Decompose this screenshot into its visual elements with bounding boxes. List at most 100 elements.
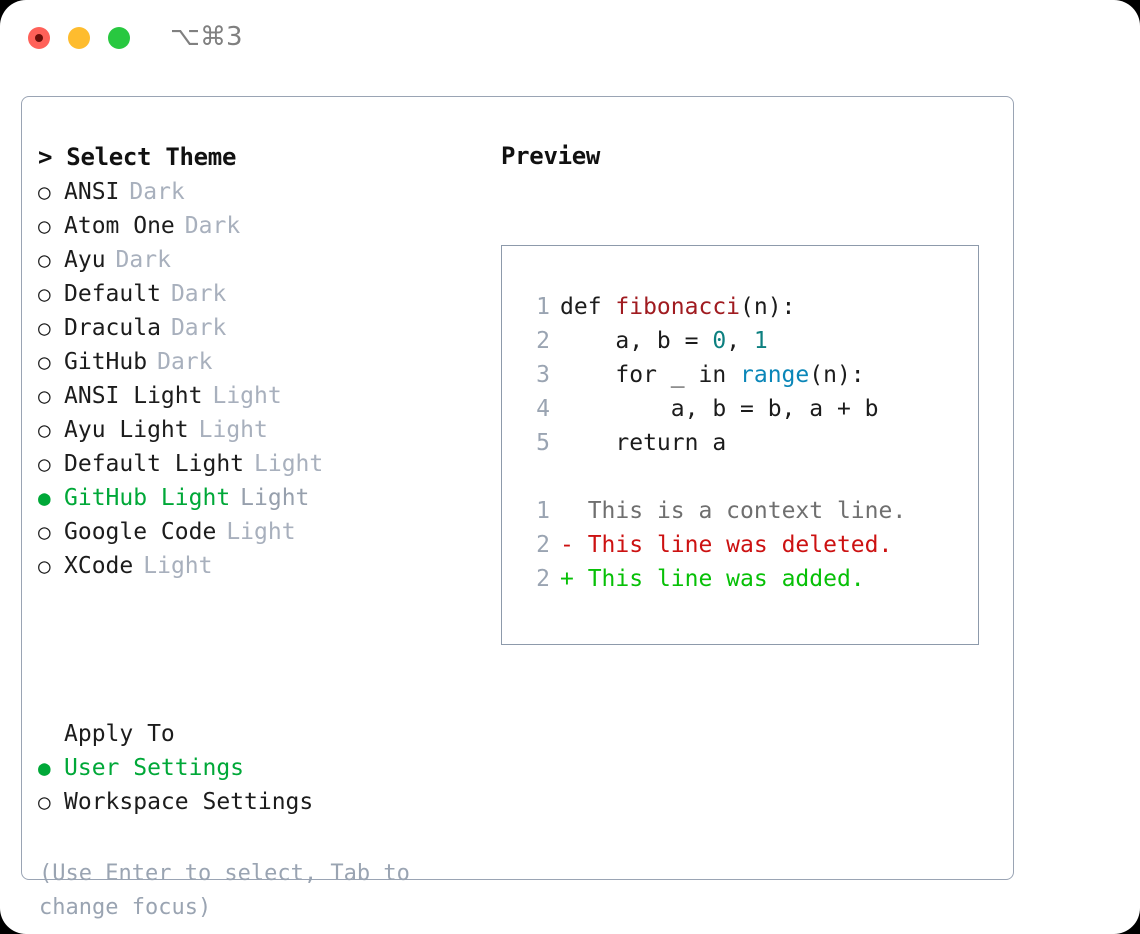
theme-option-google-code[interactable]: ○ Google Code Light [38, 515, 478, 549]
code-token-fn: fibonacci [615, 294, 741, 320]
theme-option-label: Ayu [64, 247, 106, 273]
radio-unselected-icon: ○ [38, 214, 51, 238]
code-line: 1 def fibonacci(n): [524, 290, 968, 324]
diff-line-del: 2- This line was deleted. [524, 528, 968, 562]
radio-unselected-icon: ○ [38, 180, 51, 204]
theme-option-ayu[interactable]: ○ Ayu Dark [38, 243, 478, 277]
radio-unselected-icon: ○ [38, 384, 51, 408]
apply-to-options: ● User Settings ○ Workspace Settings [38, 751, 478, 819]
radio-selected-icon: ● [38, 486, 51, 510]
theme-variant-badge: Dark [129, 179, 185, 205]
theme-option-label: XCode [64, 553, 134, 579]
theme-variant-badge: Light [198, 417, 268, 443]
code-line: 2 a, b = 0, 1 [524, 324, 968, 358]
radio-unselected-icon: ○ [38, 350, 51, 374]
theme-variant-badge: Light [254, 451, 324, 477]
theme-variant-badge: Light [143, 553, 213, 579]
theme-variant-badge: Light [240, 485, 310, 511]
radio-unselected-icon: ○ [38, 520, 51, 544]
radio-selected-icon: ● [38, 756, 51, 780]
line-number: 2 [536, 566, 550, 592]
apply-to-heading: Apply To [64, 721, 175, 747]
theme-option-ansi-light[interactable]: ○ ANSI Light Light [38, 379, 478, 413]
code-token-num: 1 [753, 328, 768, 354]
diff-text: This line was added. [573, 566, 865, 592]
line-number: 1 [536, 498, 550, 524]
section-title-select-theme: > Select Theme [38, 143, 237, 171]
theme-option-label: Atom One [64, 213, 175, 239]
diff-text: This is a context line. [573, 498, 907, 524]
theme-option-ansi[interactable]: ○ ANSI Dark [38, 175, 478, 209]
theme-option-default-light[interactable]: ○ Default Light Light [38, 447, 478, 481]
apply-to-option-label: Workspace Settings [64, 789, 314, 815]
theme-option-label: ANSI [64, 179, 120, 205]
theme-option-label: Google Code [64, 519, 217, 545]
radio-unselected-icon: ○ [38, 316, 51, 340]
theme-variant-badge: Dark [115, 247, 171, 273]
theme-variant-badge: Dark [170, 281, 227, 307]
theme-option-label: Default Light [64, 451, 245, 477]
radio-unselected-icon: ○ [38, 248, 51, 272]
diff-sign [560, 498, 574, 524]
maximize-window-button[interactable] [108, 27, 130, 49]
keyboard-hint-text: (Use Enter to select, Tab to change focu… [39, 861, 424, 920]
code-token-plain: (n): [740, 294, 796, 320]
line-number: 2 [536, 328, 550, 354]
apply-to-block: Apply To ● User Settings ○ Workspace Settin… [38, 717, 478, 819]
theme-option-label: Default [64, 281, 161, 307]
line-number: 1 [536, 294, 550, 320]
radio-unselected-icon: ○ [38, 282, 51, 306]
code-token-plain: a, b = [560, 328, 713, 354]
radio-unselected-icon: ○ [38, 452, 51, 476]
preview-title: Preview [501, 142, 601, 170]
code-token-plain: (n): [809, 362, 865, 388]
code-token-plain: return a [560, 430, 727, 456]
code-token-plain: , [726, 328, 754, 354]
apply-to-option-workspace-settings[interactable]: ○ Workspace Settings [38, 785, 478, 819]
theme-option-label: GitHub [64, 349, 148, 375]
minimize-window-button[interactable] [68, 27, 90, 49]
theme-option-xcode[interactable]: ○ XCode Light [38, 549, 478, 583]
radio-unselected-icon: ○ [38, 418, 51, 442]
close-window-button[interactable] [28, 27, 50, 49]
theme-option-label: ANSI Light [64, 383, 203, 409]
theme-variant-badge: Light [212, 383, 282, 409]
keyboard-shortcut-label: ⌥⌘3 [170, 22, 243, 52]
theme-option-default[interactable]: ○ Default Dark [38, 277, 478, 311]
theme-option-label: Ayu Light [64, 417, 189, 443]
code-line: 5 return a [524, 426, 968, 460]
line-number: 5 [536, 430, 550, 456]
apply-to-option-label: User Settings [64, 755, 245, 781]
code-token-num: 0 [712, 328, 727, 354]
code-token-plain: a, b = b, a + b [560, 396, 879, 422]
window-titlebar: ⌥⌘3 [0, 0, 1140, 78]
theme-option-ayu-light[interactable]: ○ Ayu Light Light [38, 413, 478, 447]
preview-spacer [524, 460, 968, 494]
line-number: 4 [536, 396, 550, 422]
theme-variant-badge: Dark [184, 213, 241, 239]
diff-sign: - [560, 532, 574, 558]
apply-to-option-user-settings[interactable]: ● User Settings [38, 751, 478, 785]
radio-unselected-icon: ○ [38, 554, 51, 578]
diff-text: This line was deleted. [573, 532, 893, 558]
code-token-builtin: range [740, 362, 810, 388]
theme-option-label: Dracula [64, 315, 161, 341]
code-token-plain: def [560, 294, 616, 320]
theme-variant-badge: Light [226, 519, 296, 545]
theme-option-atom-one[interactable]: ○ Atom One Dark [38, 209, 478, 243]
theme-option-github[interactable]: ○ GitHub Dark [38, 345, 478, 379]
radio-unselected-icon: ○ [38, 790, 51, 814]
diff-line-add: 2+ This line was added. [524, 562, 968, 596]
code-line: 3 for _ in range(n): [524, 358, 968, 392]
theme-variant-badge: Dark [157, 349, 213, 375]
code-token-plain: for _ in [560, 362, 741, 388]
